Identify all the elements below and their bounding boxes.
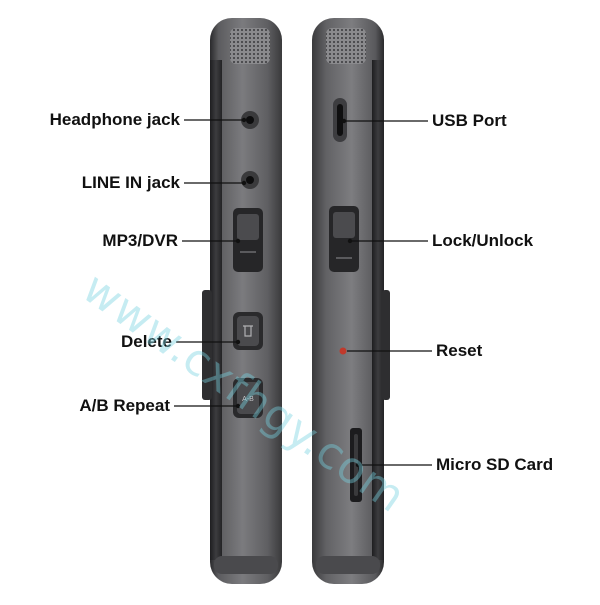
line-in-jack-hole [246,176,254,184]
trash-icon [243,325,253,337]
right-device-edge [372,60,384,560]
label-mp3-dvr: MP3/DVR [102,231,178,250]
dot-lock [347,238,353,244]
ab-repeat-button[interactable] [237,382,259,414]
right-device-side [312,18,390,584]
headphone-jack-hole [246,116,254,124]
dot-headphone [241,117,247,123]
left-device-body [210,18,282,584]
label-usb-port: USB Port [432,111,507,130]
dot-mp3-dvr [235,238,241,244]
dot-ab-repeat [235,403,241,409]
label-micro-sd-card: Micro SD Card [436,455,554,474]
left-device-edge [210,60,222,560]
label-headphone-jack: Headphone jack [49,110,180,129]
label-ab-repeat: A/B Repeat [79,396,170,415]
label-line-in-jack: LINE IN jack [81,173,180,192]
reset-hole[interactable] [339,347,347,355]
left-leader-lines [174,119,244,407]
right-side-ridge [382,290,390,400]
left-device-bottom [214,556,278,574]
right-device-bottom [316,556,380,574]
delete-button[interactable] [237,316,259,346]
left-microphone-grille [230,28,270,64]
label-delete: Delete [120,332,172,351]
left-device-side: A-B [202,18,282,584]
label-reset: Reset [436,341,483,360]
leader-dots [235,117,361,468]
left-side-ridge [202,290,212,400]
usb-port [337,104,343,136]
ab-button-text: A-B [242,396,254,403]
right-microphone-grille [326,28,366,64]
right-device-body [312,18,384,584]
mp3-dvr-switch-slider[interactable] [237,214,259,240]
dot-delete [235,339,241,345]
dot-micro-sd [355,462,361,468]
label-lock-unlock: Lock/Unlock [432,231,534,250]
dot-usb [341,118,347,124]
dot-line-in [241,180,247,186]
right-leader-lines [344,120,432,466]
lock-switch-slider[interactable] [333,212,355,238]
